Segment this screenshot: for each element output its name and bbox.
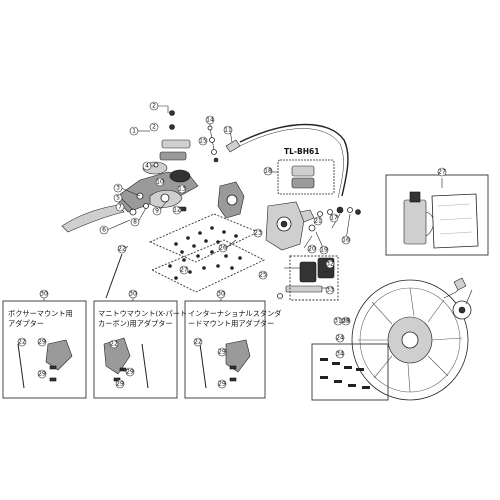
callout-29: 29 bbox=[218, 349, 226, 356]
adapter-caption-line2: ードマウント用アダプター bbox=[188, 319, 274, 328]
adapter-box-boxer: ボクサーマウント用 アダプター bbox=[2, 300, 87, 399]
callout-numbers: 1 2 2 3 4 5 6 7 8 9 10 11 12 13 14 15 16… bbox=[17, 101, 447, 389]
adapter-box-is: インターナショナルスタンダ ードマウント用アダプター bbox=[184, 300, 281, 399]
callout-29: 29 bbox=[116, 381, 124, 388]
callout-22: 22 bbox=[194, 339, 202, 346]
callout-18: 18 bbox=[264, 168, 272, 175]
callout-35: 35 bbox=[342, 318, 350, 325]
adapter-caption-line1: マニトウマウント(X-パート bbox=[98, 309, 187, 318]
callout-3: 3 bbox=[116, 185, 120, 192]
adapter-number: 30 bbox=[40, 291, 48, 298]
callout-12: 12 bbox=[173, 207, 181, 214]
callout-29: 29 bbox=[218, 381, 226, 388]
tool-label: TL-BH61 bbox=[284, 147, 319, 156]
adapter-caption-line2: カーボン)用アダプター bbox=[98, 319, 173, 328]
callout-7: 7 bbox=[118, 204, 122, 211]
callout-5: 5 bbox=[116, 195, 120, 202]
bleed-tool-tl-bh61: TL-BH61 bbox=[272, 147, 335, 195]
callout-28: 28 bbox=[342, 318, 350, 325]
callout-11: 11 bbox=[224, 127, 232, 134]
brake-hose bbox=[239, 123, 349, 197]
callout-29: 29 bbox=[38, 339, 46, 346]
callout-14: 14 bbox=[206, 117, 214, 124]
callout-32: 32 bbox=[326, 261, 334, 268]
adapter-caption-line2: アダプター bbox=[8, 319, 44, 328]
callout-27: 27 bbox=[438, 169, 446, 176]
disc-rotor-group bbox=[311, 277, 473, 401]
mount-bolt-grid bbox=[148, 213, 266, 293]
callout-29: 29 bbox=[38, 371, 46, 378]
callout-34: 34 bbox=[336, 351, 344, 358]
callout-1: 1 bbox=[132, 128, 136, 135]
callout-15: 15 bbox=[199, 138, 207, 145]
callout-22: 22 bbox=[118, 246, 126, 253]
caliper-assembly bbox=[217, 181, 361, 301]
callout-10: 10 bbox=[156, 179, 164, 186]
adapter-box-manitou: マニトウマウント(X-パート カーボン)用アダプター bbox=[93, 300, 187, 399]
callout-21: 21 bbox=[314, 218, 322, 225]
callout-13: 13 bbox=[178, 186, 186, 193]
bleed-kit-box bbox=[385, 174, 489, 256]
callout-27: 27 bbox=[180, 267, 188, 274]
callout-33: 33 bbox=[326, 287, 334, 294]
callout-19: 19 bbox=[320, 247, 328, 254]
callout-29: 29 bbox=[126, 369, 134, 376]
callout-22: 22 bbox=[110, 341, 118, 348]
callout-17: 17 bbox=[330, 215, 338, 222]
callout-24: 24 bbox=[336, 335, 344, 342]
adapter-number: 30 bbox=[129, 291, 137, 298]
callout-20: 20 bbox=[308, 246, 316, 253]
callout-8: 8 bbox=[133, 219, 137, 226]
callout-4: 4 bbox=[145, 163, 149, 170]
callout-31: 31 bbox=[334, 318, 342, 325]
adapter-number: 30 bbox=[217, 291, 225, 298]
callout-23: 23 bbox=[254, 230, 262, 237]
brake-lever-assembly bbox=[61, 105, 241, 233]
callout-2: 2 bbox=[152, 124, 156, 131]
callout-2: 2 bbox=[152, 103, 156, 110]
callout-26: 26 bbox=[219, 245, 227, 252]
callout-22: 22 bbox=[18, 339, 26, 346]
hose-22 bbox=[105, 253, 123, 299]
callout-9: 9 bbox=[155, 208, 159, 215]
callout-16: 16 bbox=[342, 237, 350, 244]
adapter-caption-line1: ボクサーマウント用 bbox=[8, 309, 73, 318]
callout-6: 6 bbox=[102, 227, 106, 234]
adapter-caption-line1: インターナショナルスタンダ bbox=[188, 309, 281, 318]
callout-25: 25 bbox=[259, 272, 267, 279]
